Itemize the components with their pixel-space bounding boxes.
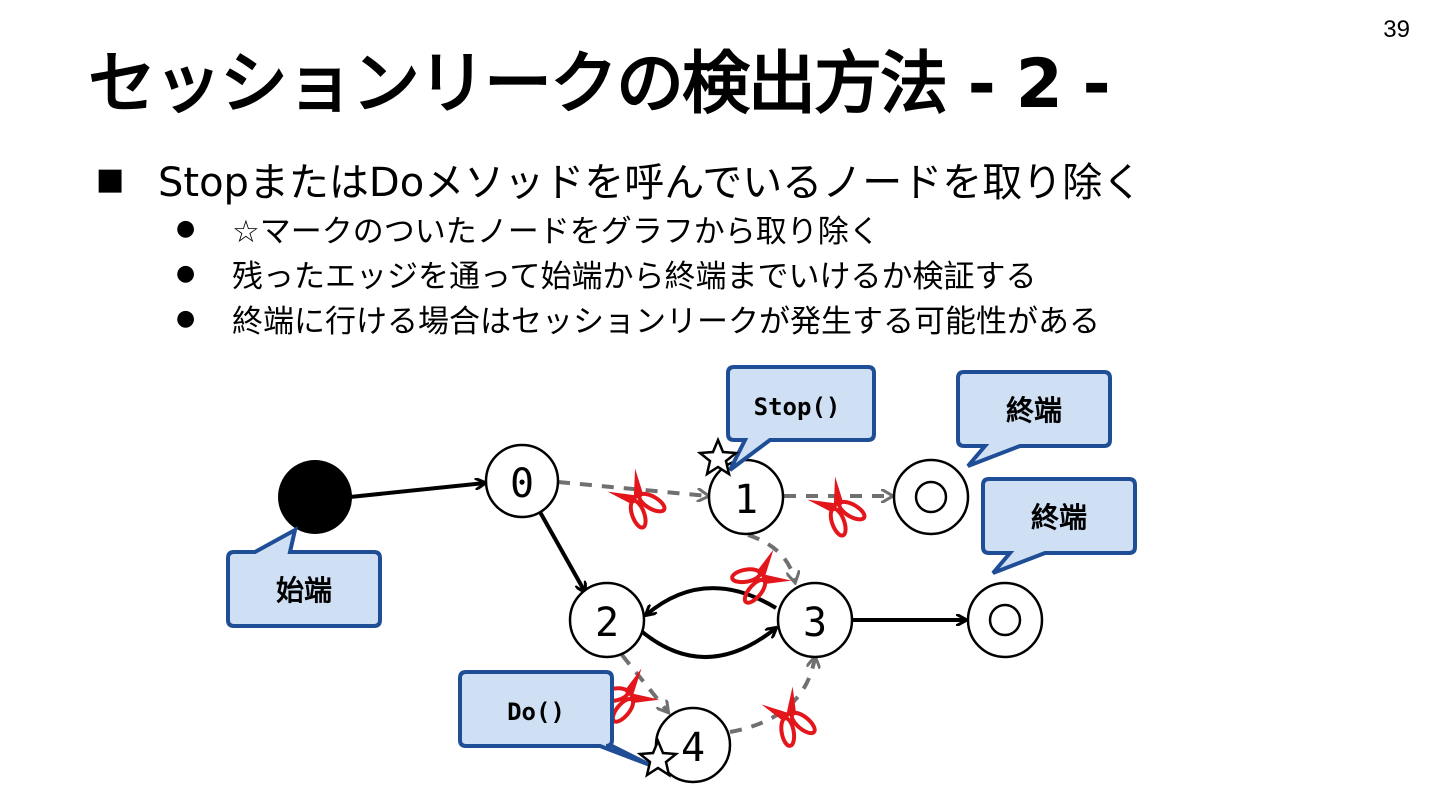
sub-bullet-item: ● 残ったエッジを通って始端から終端までいけるか検証する (176, 251, 1142, 296)
star-icon (696, 436, 740, 477)
node-3: 3 (776, 581, 854, 659)
sub-bullet-group: ● ☆マークのついたノードをグラフから取り除く ● 残ったエッジを通って始端から… (96, 206, 1142, 341)
sub-bullet-text: 残ったエッジを通って始端から終端までいけるか検証する (232, 259, 1037, 295)
callout-do: Do() (458, 670, 651, 767)
node-0-label: 0 (510, 461, 534, 507)
end-node-2 (966, 581, 1044, 659)
sub-bullet-item: ● ☆マークのついたノードをグラフから取り除く (176, 206, 1142, 251)
node-2: 2 (568, 581, 646, 659)
sub-bullet-item: ● 終端に行ける場合はセッションリークが発生する可能性がある (176, 296, 1142, 341)
callout-end-1: 終端 (956, 370, 1112, 468)
sub-bullet-text: 終端に行ける場合はセッションリークが発生する可能性がある (232, 304, 1100, 340)
dot-bullet-icon: ● (176, 306, 196, 331)
edge-2-to-4-removed (620, 653, 668, 712)
node-3-label: 3 (803, 600, 827, 646)
main-bullet: ■ StopまたはDoメソッドを呼んでいるノードを取り除く (96, 152, 1142, 206)
callout-end-1-text: 終端 (1006, 394, 1062, 427)
node-2-label: 2 (595, 600, 619, 646)
edge-3-to-2 (646, 586, 778, 615)
callout-do-text: Do() (507, 698, 565, 726)
scissors-icon (758, 683, 822, 753)
scissors-icon (604, 465, 672, 535)
scissors-icon (804, 473, 872, 543)
bullet-list: ■ StopまたはDoメソッドを呼んでいるノードを取り除く ● ☆マークのついた… (96, 152, 1142, 341)
callout-stop-text: Stop() (754, 393, 841, 421)
page-number: 39 (1383, 16, 1410, 43)
start-node (278, 460, 352, 534)
edge-0-to-1-removed (557, 480, 708, 496)
node-4-label: 4 (681, 725, 705, 771)
end-node-1 (892, 458, 970, 536)
star-icon (636, 737, 680, 778)
callout-end-2-text: 終端 (1031, 501, 1087, 534)
node-4: 4 (654, 706, 732, 784)
callout-start: 始端 (226, 526, 382, 628)
sub-bullet-text: ☆マークのついたノードをグラフから取り除く (232, 214, 880, 250)
node-1-label: 1 (734, 477, 758, 523)
dot-bullet-icon: ● (176, 261, 196, 286)
edge-2-to-3 (638, 628, 776, 659)
main-bullet-text: StopまたはDoメソッドを呼んでいるノードを取り除く (158, 160, 1143, 206)
sub-bullet-list: ● ☆マークのついたノードをグラフから取り除く ● 残ったエッジを通って始端から… (96, 206, 1142, 341)
node-0: 0 (484, 443, 560, 519)
edge-start-to-0 (349, 483, 485, 499)
edge-4-to-3-removed (729, 657, 815, 734)
node-1: 1 (707, 458, 785, 536)
square-bullet-icon: ■ (96, 161, 125, 197)
dot-bullet-icon: ● (176, 216, 196, 241)
callout-end-2: 終端 (981, 477, 1137, 575)
edge-0-to-2 (538, 511, 585, 592)
callout-stop: Stop() (726, 365, 876, 472)
edge-1-to-3-removed (747, 533, 795, 582)
slide-title: セッションリークの検出方法 - 2 - (88, 45, 1111, 124)
callout-start-text: 始端 (276, 574, 332, 607)
